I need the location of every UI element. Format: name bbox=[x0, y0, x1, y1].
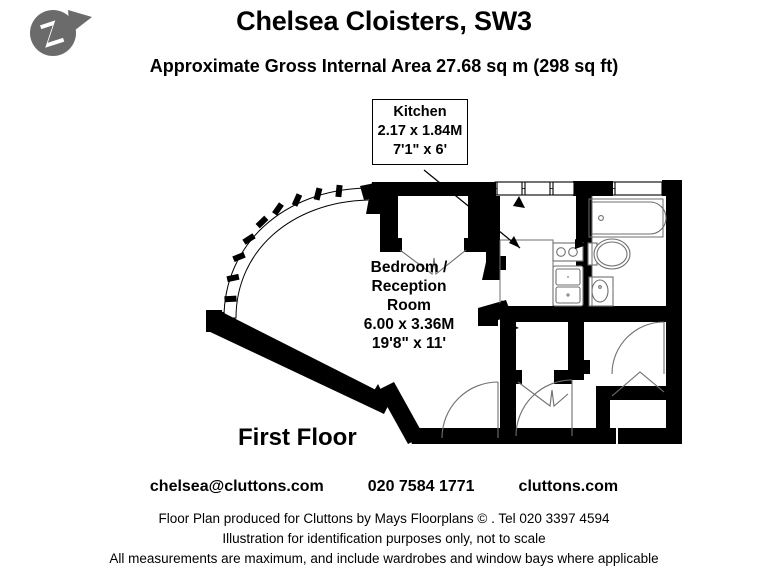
page-title: Chelsea Cloisters, SW3 bbox=[236, 6, 532, 36]
contact-website[interactable]: cluttons.com bbox=[518, 478, 619, 495]
kitchen-dim-metric: 2.17 x 1.84M bbox=[377, 123, 463, 139]
floor-label: First Floor bbox=[238, 424, 357, 451]
gross-internal-area-text: Approximate Gross Internal Area 27.68 sq… bbox=[149, 56, 619, 76]
disclaimer-line-3: All measurements are maximum, and includ… bbox=[109, 551, 659, 566]
bedroom-name-line1: Bedroom / bbox=[370, 259, 448, 276]
top-window-panes-icon bbox=[496, 181, 663, 196]
bedroom-reception-label: Bedroom / Reception Room 6.00 x 3.36M 19… bbox=[334, 258, 484, 353]
dimension-marker-icon bbox=[229, 196, 587, 396]
bedroom-name-line2: Reception bbox=[371, 278, 447, 295]
contact-row: chelsea@cluttons.com 020 7584 1771 clutton… bbox=[0, 478, 768, 496]
kitchen-label-box: Kitchen 2.17 x 1.84M 7'1" x 6' bbox=[372, 99, 468, 165]
north-compass-icon bbox=[26, 4, 98, 60]
disclaimer-line-1: Floor Plan produced for Cluttons by Mays… bbox=[158, 511, 610, 526]
contact-phone[interactable]: 020 7584 1771 bbox=[367, 478, 475, 495]
kitchen-leader-line bbox=[423, 169, 521, 249]
bay-window-mullions-icon bbox=[224, 184, 343, 303]
bedroom-dim-imperial: 19'8" x 11' bbox=[371, 335, 447, 352]
contact-email[interactable]: chelsea@cluttons.com bbox=[149, 478, 324, 495]
bedroom-dim-metric: 6.00 x 3.36M bbox=[363, 316, 455, 333]
toilet-icon bbox=[587, 238, 631, 270]
kitchen-leader-arrow-icon bbox=[509, 236, 520, 248]
wash-basin-icon bbox=[588, 276, 614, 307]
kitchen-sink-icon bbox=[552, 265, 584, 307]
door-swing-icon bbox=[399, 249, 665, 439]
kitchen-room-name: Kitchen bbox=[393, 104, 447, 120]
kitchen-dim-imperial: 7'1" x 6' bbox=[392, 142, 448, 158]
bathtub-surround bbox=[588, 198, 664, 238]
kitchen-counter-outline bbox=[499, 239, 554, 306]
bathtub-icon bbox=[591, 201, 667, 235]
disclaimer-line-2: Illustration for identification purposes… bbox=[222, 531, 546, 546]
bedroom-name-line3: Room bbox=[387, 297, 431, 314]
wall-outline bbox=[206, 180, 682, 444]
